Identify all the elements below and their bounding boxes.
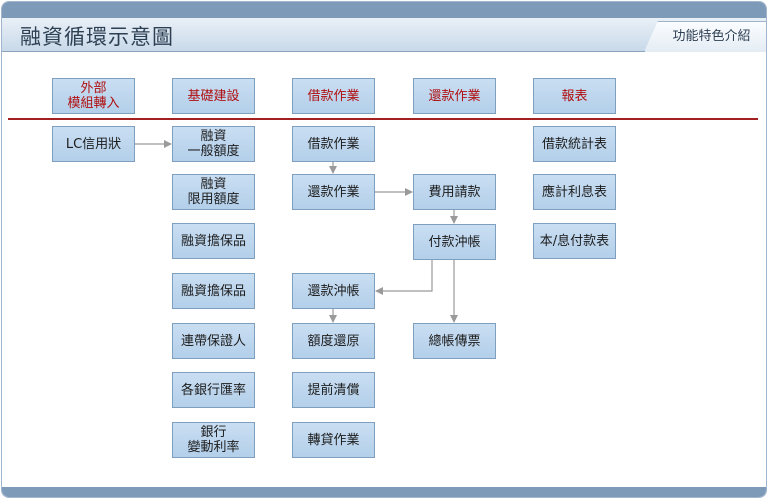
box-guarantor: 連帶保證人 bbox=[172, 323, 255, 359]
box-quota-restore: 額度還原 bbox=[292, 323, 375, 359]
box-payment-offset: 付款沖帳 bbox=[413, 224, 496, 260]
box-general-quota: 融資 一般額度 bbox=[172, 126, 255, 162]
box-refinance: 轉貸作業 bbox=[292, 422, 375, 458]
box-borrow-op: 借款作業 bbox=[292, 126, 375, 162]
box-repay-op: 還款作業 bbox=[292, 174, 375, 210]
box-collateral-2: 融資擔保品 bbox=[172, 273, 255, 309]
box-borrow-stats: 借款統計表 bbox=[533, 126, 616, 162]
box-repay-offset: 還款沖帳 bbox=[292, 273, 375, 309]
page-title: 融資循環示意圖 bbox=[20, 25, 174, 49]
box-early-repay: 提前清償 bbox=[292, 372, 375, 408]
feature-tab[interactable]: 功能特色介紹 bbox=[644, 21, 766, 52]
header-borrowing: 借款作業 bbox=[292, 78, 375, 114]
header-infrastructure: 基礎建設 bbox=[172, 78, 255, 114]
bottom-band bbox=[2, 487, 766, 497]
header-external-import: 外部 模組轉入 bbox=[52, 78, 135, 114]
top-band bbox=[2, 2, 766, 18]
box-exchange-rate: 各銀行匯率 bbox=[172, 372, 255, 408]
header-divider bbox=[8, 118, 758, 120]
box-accrued-interest: 應計利息表 bbox=[533, 174, 616, 210]
box-gl-voucher: 總帳傳票 bbox=[413, 323, 496, 359]
box-variable-rate: 銀行 變動利率 bbox=[172, 422, 255, 458]
header-repayment: 還款作業 bbox=[413, 78, 496, 114]
box-principal-interest: 本/息付款表 bbox=[533, 223, 616, 259]
box-limited-quota: 融資 限用額度 bbox=[172, 174, 255, 210]
header-reports: 報表 bbox=[533, 78, 616, 114]
box-collateral-1: 融資擔保品 bbox=[172, 223, 255, 259]
box-lc: LC信用狀 bbox=[52, 126, 135, 162]
box-expense-claim: 費用請款 bbox=[413, 174, 496, 210]
header-bar bbox=[2, 18, 766, 52]
